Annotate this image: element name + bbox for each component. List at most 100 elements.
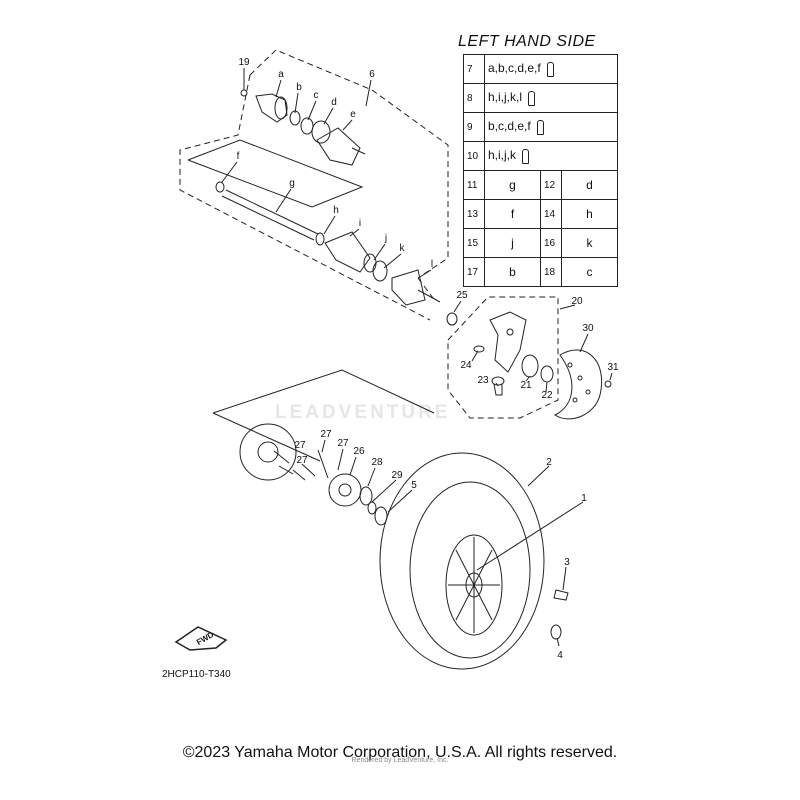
callout-j: j [384, 233, 388, 244]
kit-text: a,b,c,d,e,f [488, 61, 541, 76]
cap-4 [550, 624, 562, 640]
row-number: 12 [539, 170, 562, 200]
hub-26 [328, 473, 362, 507]
row-number: 16 [539, 228, 562, 258]
table-row: 9 b,c,d,e,f [463, 112, 618, 142]
kit-contents: a,b,c,d,e,f [484, 54, 618, 84]
callout-l: l [430, 259, 434, 270]
brake-disc-30 [554, 349, 602, 420]
callout-22: 22 [541, 390, 553, 401]
kit-contents: h,i,j,k,l [484, 83, 618, 113]
row-number: 14 [539, 199, 562, 229]
callout-4: 4 [557, 650, 563, 661]
kit-text: h,i,j,k [488, 148, 517, 163]
row-number: 8 [463, 83, 485, 113]
row-number: 13 [463, 199, 485, 229]
callout-6: 6 [369, 69, 375, 80]
clamp-d [311, 120, 331, 144]
boot-i [324, 231, 371, 273]
table-row: 11 g 12 d [463, 170, 619, 200]
row-value: d [560, 170, 619, 200]
callout-b: b [296, 82, 302, 93]
callout-5: 5 [411, 480, 417, 491]
callout-27c: 27 [294, 440, 306, 451]
callout-27a: 27 [320, 429, 332, 440]
callout-d: d [331, 97, 337, 108]
lhs-table-title: LEFT HAND SIDE [458, 33, 596, 50]
knuckle-20 [489, 311, 527, 373]
callout-e: e [350, 109, 356, 120]
copyright-notice: ©2023 Yamaha Motor Corporation, U.S.A. A… [182, 744, 618, 761]
callout-26: 26 [353, 446, 365, 457]
row-value: g [484, 170, 541, 200]
watermark: LEADVENTURE [275, 402, 451, 423]
callout-c: c [313, 90, 319, 101]
seal-25 [446, 312, 458, 326]
bearing-21 [521, 354, 539, 378]
clamp-h [315, 232, 325, 246]
callout-3: 3 [564, 557, 570, 568]
bolts-27 [292, 449, 329, 481]
circlip-22 [540, 365, 554, 383]
table-row: 17 b 18 c [463, 257, 619, 287]
callout-28: 28 [371, 457, 383, 468]
callout-23: 23 [477, 375, 489, 386]
clamp-b [289, 110, 301, 126]
bolt-31 [604, 380, 612, 388]
row-value: b [484, 257, 541, 287]
clip-24 [473, 345, 485, 353]
table-row: 15 j 16 k [463, 228, 619, 258]
assembly-outline-20 [447, 296, 559, 419]
callout-29: 29 [391, 470, 403, 481]
row-number: 17 [463, 257, 485, 287]
kit-text: h,i,j,k,l [488, 90, 523, 105]
fwd-arrow [174, 626, 228, 651]
grease-tube-icon [546, 61, 554, 77]
callout-21: 21 [520, 380, 532, 391]
row-value: h [560, 199, 619, 229]
rendered-by-note: Rendered by LeadVenture, Inc. [351, 757, 449, 764]
row-number: 7 [463, 54, 485, 84]
table-row: 8 h,i,j,k,l [463, 83, 618, 113]
ground-plane-lines [187, 139, 435, 462]
leader-lines [221, 68, 613, 647]
tire-2 [379, 452, 545, 670]
clamp-c [300, 117, 314, 135]
row-number: 15 [463, 228, 485, 258]
callout-24: 24 [460, 360, 472, 371]
callout-2: 2 [546, 457, 552, 468]
grease-tube-icon [522, 148, 530, 164]
row-number: 11 [463, 170, 485, 200]
shaft-g [215, 181, 319, 241]
row-number: 9 [463, 112, 485, 142]
callout-a: a [278, 69, 284, 80]
wheel-1 [445, 534, 503, 636]
callout-f: f [236, 151, 240, 162]
valve-3 [553, 589, 569, 601]
callout-19: 19 [238, 57, 250, 68]
row-value: f [484, 199, 541, 229]
row-number: 10 [463, 141, 485, 171]
brake-disc-rear [239, 423, 297, 481]
row-number: 18 [539, 257, 562, 287]
cv-joint-outer [240, 89, 288, 123]
callout-27b: 27 [337, 438, 349, 449]
table-row: 13 f 14 h [463, 199, 619, 229]
callout-27d: 27 [296, 455, 308, 466]
clamp-j [363, 253, 377, 273]
row-value: c [560, 257, 619, 287]
clamp-k [372, 260, 388, 282]
row-value: j [484, 228, 541, 258]
table-row: 10 h,i,j,k [463, 141, 618, 171]
washer-29 [367, 501, 377, 515]
diagram-code: 2HCP110-T340 [162, 669, 231, 680]
cv-joint-inner-l [391, 269, 441, 306]
kit-contents: h,i,j,k [484, 141, 618, 171]
table-row: 7 a,b,c,d,e,f [463, 54, 618, 84]
kit-text: b,c,d,e,f [488, 119, 531, 134]
kit-contents: b,c,d,e,f [484, 112, 618, 142]
callout-h: h [333, 205, 339, 216]
lhs-kit-table: 7 a,b,c,d,e,f 8 h,i,j,k,l 9 b,c,d,e,f 10… [463, 54, 619, 287]
